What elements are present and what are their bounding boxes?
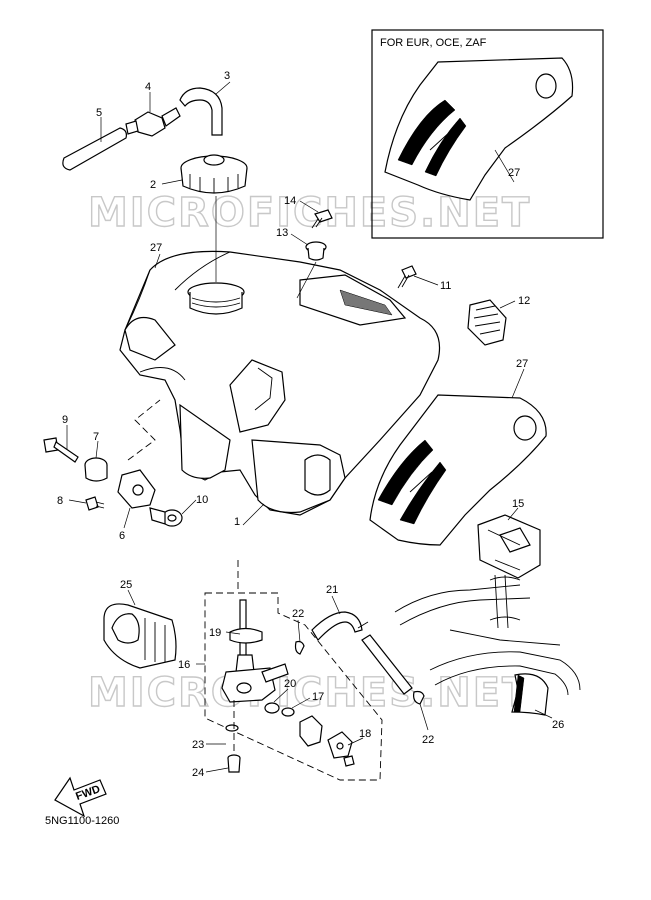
leader-lines [66,81,553,773]
bracket-15 [477,514,541,579]
callout-5: 5 [96,107,102,119]
diagram-code: 5NG1100-1260 [45,815,119,827]
callout-27-tank-right: 27 [516,358,528,370]
bolt-9 [43,437,79,463]
callout-17: 17 [312,691,324,703]
callout-21: 21 [326,584,338,596]
callout-10: 10 [196,494,208,506]
screw-18 [343,755,355,767]
bracket-6 [117,469,156,509]
bracket-phantom-line [127,399,161,461]
callout-25: 25 [120,579,132,591]
callout-22-lower: 22 [422,734,434,746]
clip-22-lower [413,690,425,705]
inset-box: FOR EUR, OCE, ZAF [371,29,604,239]
callout-20: 20 [284,678,296,690]
callout-7: 7 [93,431,99,443]
inset-caption: FOR EUR, OCE, ZAF [380,37,487,49]
watermark-bottom: MICROFICHES.NET [88,670,531,716]
damper-25 [103,603,177,669]
fuel-hose [311,611,413,695]
frame-outline [394,574,581,696]
callout-16: 16 [178,659,190,671]
screw-24 [227,754,241,773]
bolt-11 [397,265,417,289]
fuel-cap [180,154,248,282]
plate-18 [327,731,353,759]
bolt-8 [85,496,105,511]
callout-6: 6 [119,530,125,542]
callout-22-upper: 22 [292,608,304,620]
callout-24: 24 [192,767,204,779]
callout-1: 1 [234,516,240,528]
clip-22-upper [294,640,305,655]
callout-27-inset: 27 [508,167,520,179]
callout-11: 11 [440,280,451,292]
callout-13: 13 [276,227,288,239]
check-valve [125,107,181,137]
callout-3: 3 [224,70,230,82]
callout-9: 9 [62,414,68,426]
cup [299,715,323,747]
callout-8: 8 [57,495,63,507]
vent-hose [62,127,127,171]
fwd-arrow-icon: FWD [54,776,107,818]
callout-2: 2 [150,179,156,191]
callout-labels: 1 2 3 4 5 6 7 8 9 10 11 12 13 14 15 16 1… [57,70,564,779]
callout-19: 19 [209,627,221,639]
fuel-tank [119,250,441,516]
damper-12 [467,299,507,346]
washer-23 [225,724,239,732]
tank-decal-27 [369,394,547,546]
bolt-13 [305,241,327,261]
callout-12: 12 [518,295,530,307]
breather-hose [179,87,223,136]
damper-7 [84,457,108,482]
callout-18: 18 [359,728,371,740]
callout-26: 26 [552,719,564,731]
bolt-14 [311,209,333,229]
collar-10 [149,507,183,527]
petcock-assembly-outline [204,592,383,781]
callout-27-tank-left: 27 [150,242,162,254]
callout-14: 14 [284,195,296,207]
o-ring-17 [281,707,295,717]
callout-23: 23 [192,739,204,751]
callout-15: 15 [512,498,524,510]
petcock [221,599,289,703]
filter-20 [264,702,280,714]
callout-4: 4 [145,81,151,93]
